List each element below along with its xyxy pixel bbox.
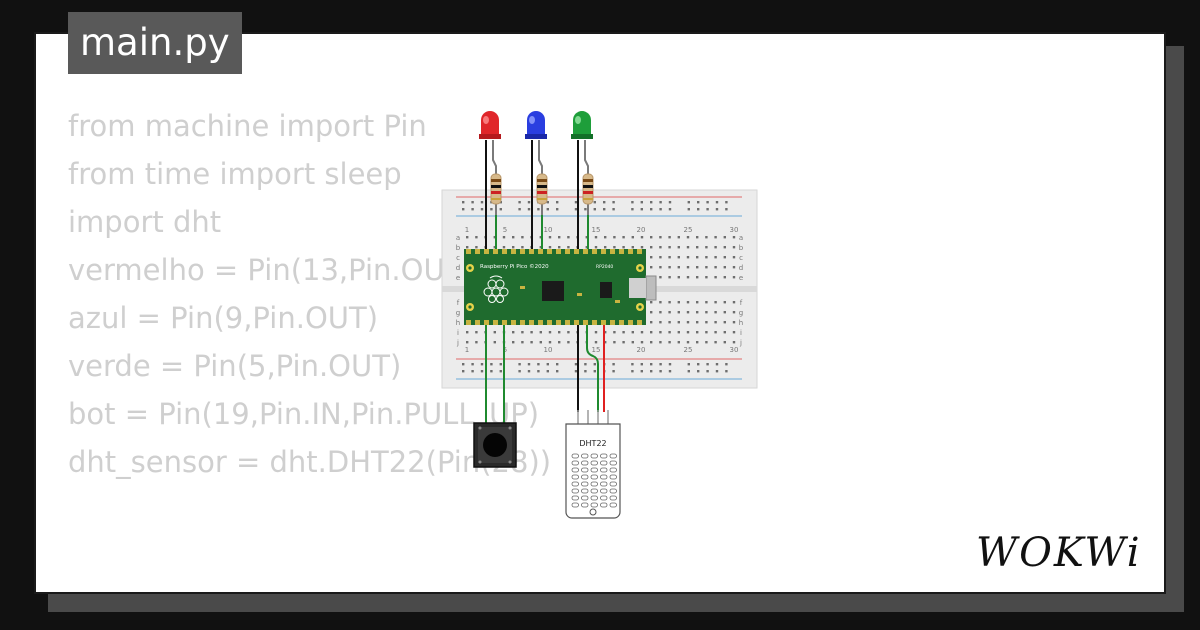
- code-line: verde = Pin(5,Pin.OUT): [68, 349, 402, 383]
- code-line: from time import sleep: [68, 157, 402, 191]
- wokwi-logo: WOKWi: [976, 530, 1142, 576]
- code-line: azul = Pin(9,Pin.OUT): [68, 301, 379, 335]
- code-preview: from machine import Pin from time import …: [68, 102, 551, 486]
- preview-card: from machine import Pin from time import …: [34, 32, 1166, 594]
- wokwi-logo-text: WOKWi: [976, 530, 1142, 576]
- code-line: from machine import Pin: [68, 109, 427, 143]
- code-line: vermelho = Pin(13,Pin.OUT): [68, 253, 474, 287]
- code-line: import dht: [68, 205, 222, 239]
- code-line: dht_sensor = dht.DHT22(Pin(28)): [68, 445, 552, 479]
- file-tab[interactable]: main.py: [68, 12, 242, 74]
- code-line: bot = Pin(19,Pin.IN,Pin.PULL_UP): [68, 397, 540, 431]
